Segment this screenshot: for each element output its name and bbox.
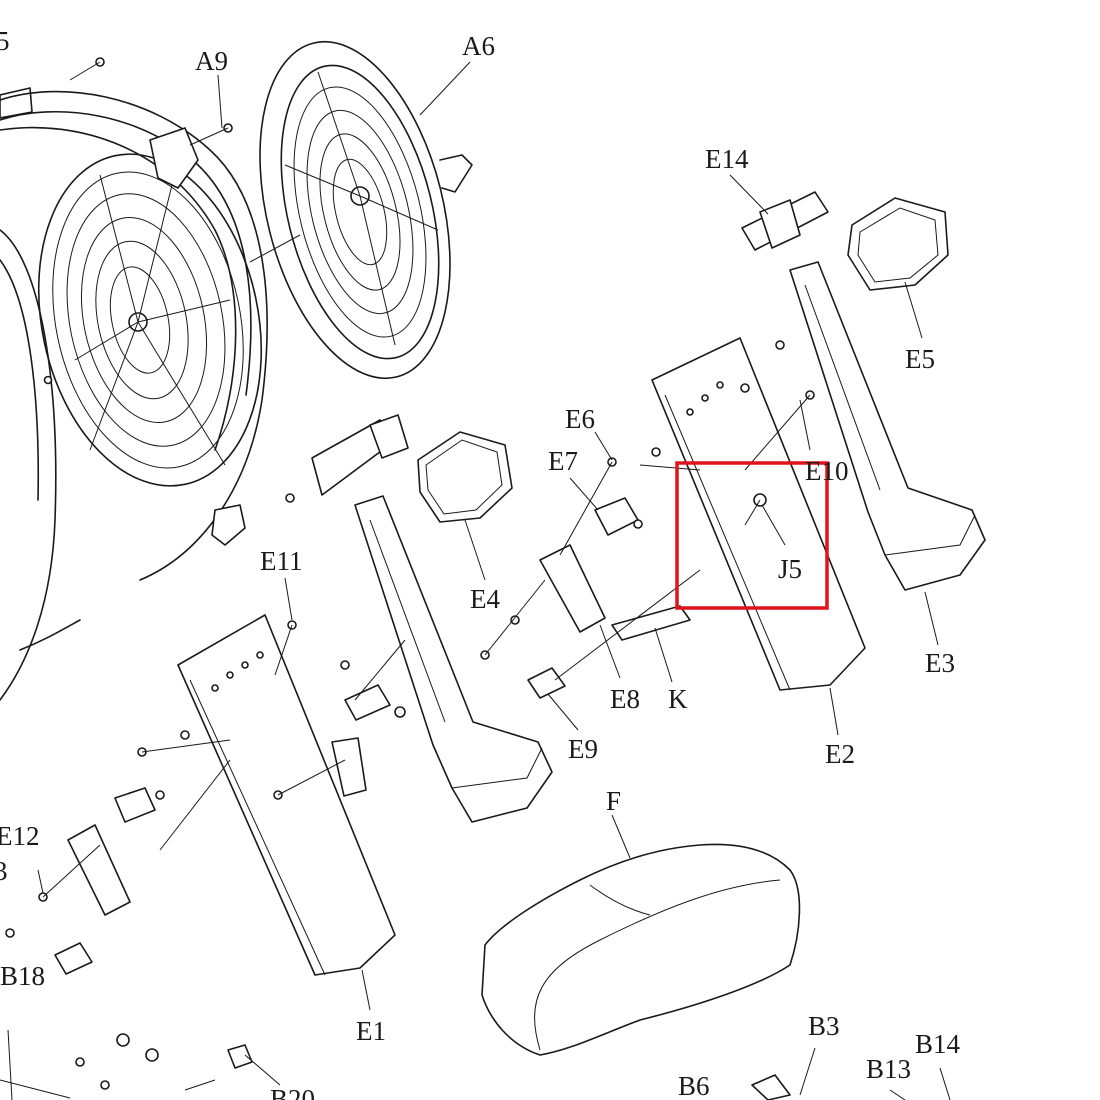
label-e8: E8 (610, 684, 640, 714)
fasteners (5, 340, 815, 938)
label-e9: E9 (568, 734, 598, 764)
label-cut-top: 5 (0, 26, 10, 56)
foot-rail-left (354, 495, 553, 823)
label-e6: E6 (565, 404, 595, 434)
seat-f (481, 843, 801, 1056)
label-e5: E5 (905, 344, 935, 374)
label-j5: J5 (778, 554, 802, 584)
strap-e14 (741, 191, 829, 251)
leader-lines (37, 61, 951, 1100)
bracket-e8 (539, 497, 639, 633)
side-plate-e2 (651, 337, 866, 691)
label-b18: B18 (0, 961, 45, 991)
label-e1: E1 (356, 1016, 386, 1046)
label-b14: B14 (915, 1029, 961, 1059)
strap-left (311, 414, 409, 496)
label-f: F (606, 786, 621, 816)
bracket-left (54, 684, 391, 975)
label-e11: E11 (260, 546, 303, 576)
label-a6: A6 (462, 31, 495, 61)
label-e12: E12 (0, 821, 40, 851)
label-a9: A9 (195, 46, 228, 76)
label-e4: E4 (470, 584, 500, 614)
label-e7: E7 (548, 446, 578, 476)
plate-e9 (527, 667, 566, 699)
label-e3: E3 (925, 648, 955, 678)
bottom-parts (0, 1029, 791, 1100)
foot-rail-e3 (789, 261, 986, 591)
label-b6: B6 (678, 1071, 710, 1100)
label-b20: B20 (270, 1084, 315, 1100)
label-e2: E2 (825, 739, 855, 769)
highlight-box-j5 (675, 461, 829, 610)
pedal-pad-e4 (417, 431, 513, 523)
side-plate-e1 (177, 614, 396, 976)
part-labels: 5 A9 A6 E14 E5 E6 E7 E10 J5 E4 E11 E8 K … (0, 26, 961, 1100)
label-e14: E14 (705, 144, 749, 174)
label-k: K (668, 684, 688, 714)
flywheel-housing (0, 57, 295, 701)
pedal-pad-e5 (847, 197, 949, 291)
label-cut-left: 3 (0, 856, 8, 886)
label-e10: E10 (805, 456, 849, 486)
label-b13: B13 (866, 1054, 911, 1084)
fan-cover-a6 (249, 40, 473, 380)
bracket-k (611, 605, 691, 641)
label-b3: B3 (808, 1011, 840, 1041)
